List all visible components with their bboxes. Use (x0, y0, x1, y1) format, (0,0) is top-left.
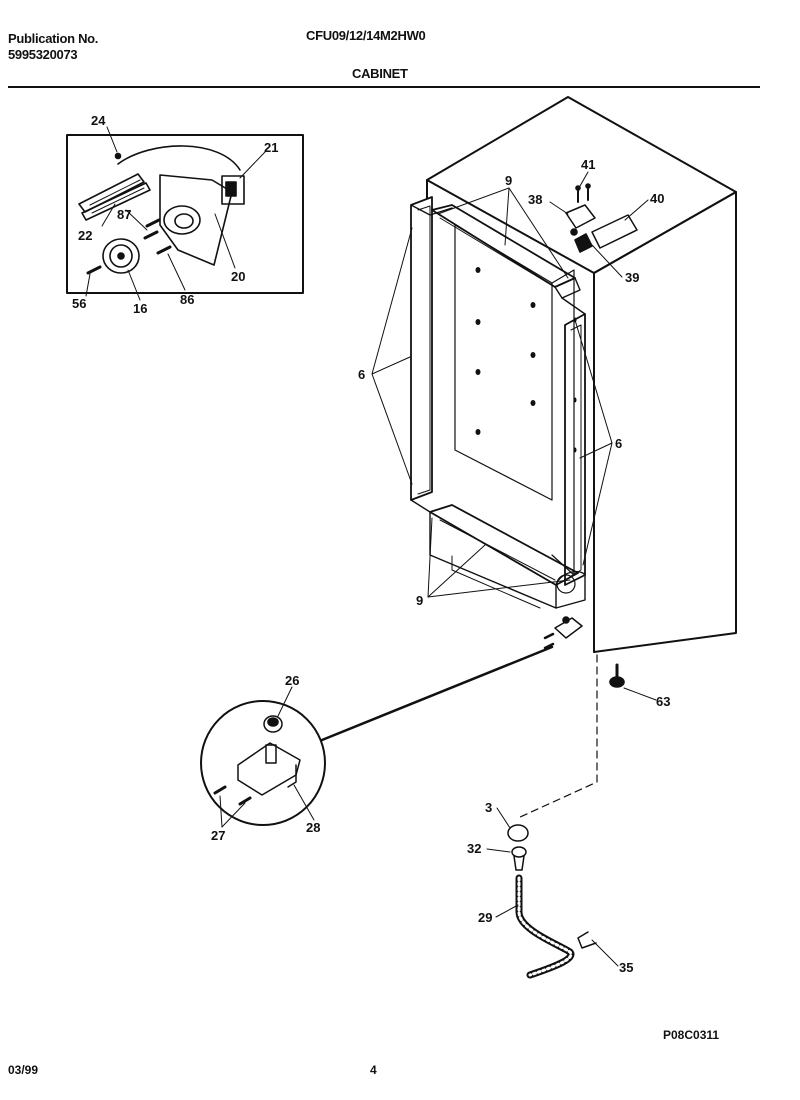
top-hinge-assembly (565, 183, 638, 253)
callout-22: 22 (78, 228, 92, 243)
left-breaker-strip (410, 196, 453, 513)
page-number: 4 (370, 1063, 377, 1077)
revision-date: 03/99 (8, 1063, 39, 1077)
callout-27: 27 (211, 828, 225, 843)
hinge-clip-part (577, 931, 597, 949)
light-switch-part (221, 175, 245, 205)
light-socket-housing (159, 174, 233, 266)
callout-3: 3 (485, 800, 492, 815)
hinge-cap-part (507, 824, 529, 842)
callout-38: 38 (528, 192, 542, 207)
hinge-detail-circle (200, 700, 326, 826)
publication-label: Publication No. (8, 31, 99, 46)
publication-number: 5995320073 (8, 47, 78, 62)
model-number: CFU09/12/14M2HW0 (306, 28, 426, 43)
drawing-code: P08C0311 (663, 1028, 720, 1042)
section-title: CABINET (352, 66, 408, 81)
callout-41: 41 (581, 157, 595, 172)
callout-40: 40 (650, 191, 664, 206)
liner-holes (475, 267, 577, 453)
control-knob-part (102, 238, 140, 274)
light-assembly-inset (66, 126, 304, 301)
callout-20: 20 (231, 269, 245, 284)
light-wire (117, 145, 241, 171)
callout-39: 39 (625, 270, 639, 285)
light-shield-part (78, 173, 151, 221)
cabinet-body (426, 96, 737, 653)
leader-lines (219, 171, 657, 967)
bottom-breaker-strip (429, 504, 586, 609)
screw-icons (86, 218, 172, 275)
callout-6-right: 6 (615, 436, 622, 451)
header-rule (8, 86, 760, 88)
inset-leader-lines (85, 126, 266, 301)
callout-24: 24 (91, 113, 106, 128)
callout-28: 28 (306, 820, 320, 835)
callout-16: 16 (133, 301, 147, 316)
callout-87: 87 (117, 207, 131, 222)
callout-32: 32 (467, 841, 481, 856)
hinge-pin-part (515, 874, 575, 979)
callout-56: 56 (72, 296, 86, 311)
callout-9-top: 9 (505, 173, 512, 188)
callout-63: 63 (656, 694, 670, 709)
hinge-bushing-part (511, 846, 527, 871)
callout-21: 21 (264, 140, 278, 155)
screw-icon (114, 152, 122, 160)
callout-29: 29 (478, 910, 492, 925)
callout-9-bottom: 9 (416, 593, 423, 608)
callout-35: 35 (619, 960, 633, 975)
dashed-guide-line (517, 654, 598, 819)
leveling-leg (609, 663, 625, 688)
callout-6-left: 6 (358, 367, 365, 382)
top-breaker-strip (431, 204, 581, 299)
callout-86: 86 (180, 292, 194, 307)
callout-26: 26 (285, 673, 299, 688)
bottom-hinge-on-cabinet (543, 616, 583, 650)
zoom-connector-line (320, 645, 554, 742)
